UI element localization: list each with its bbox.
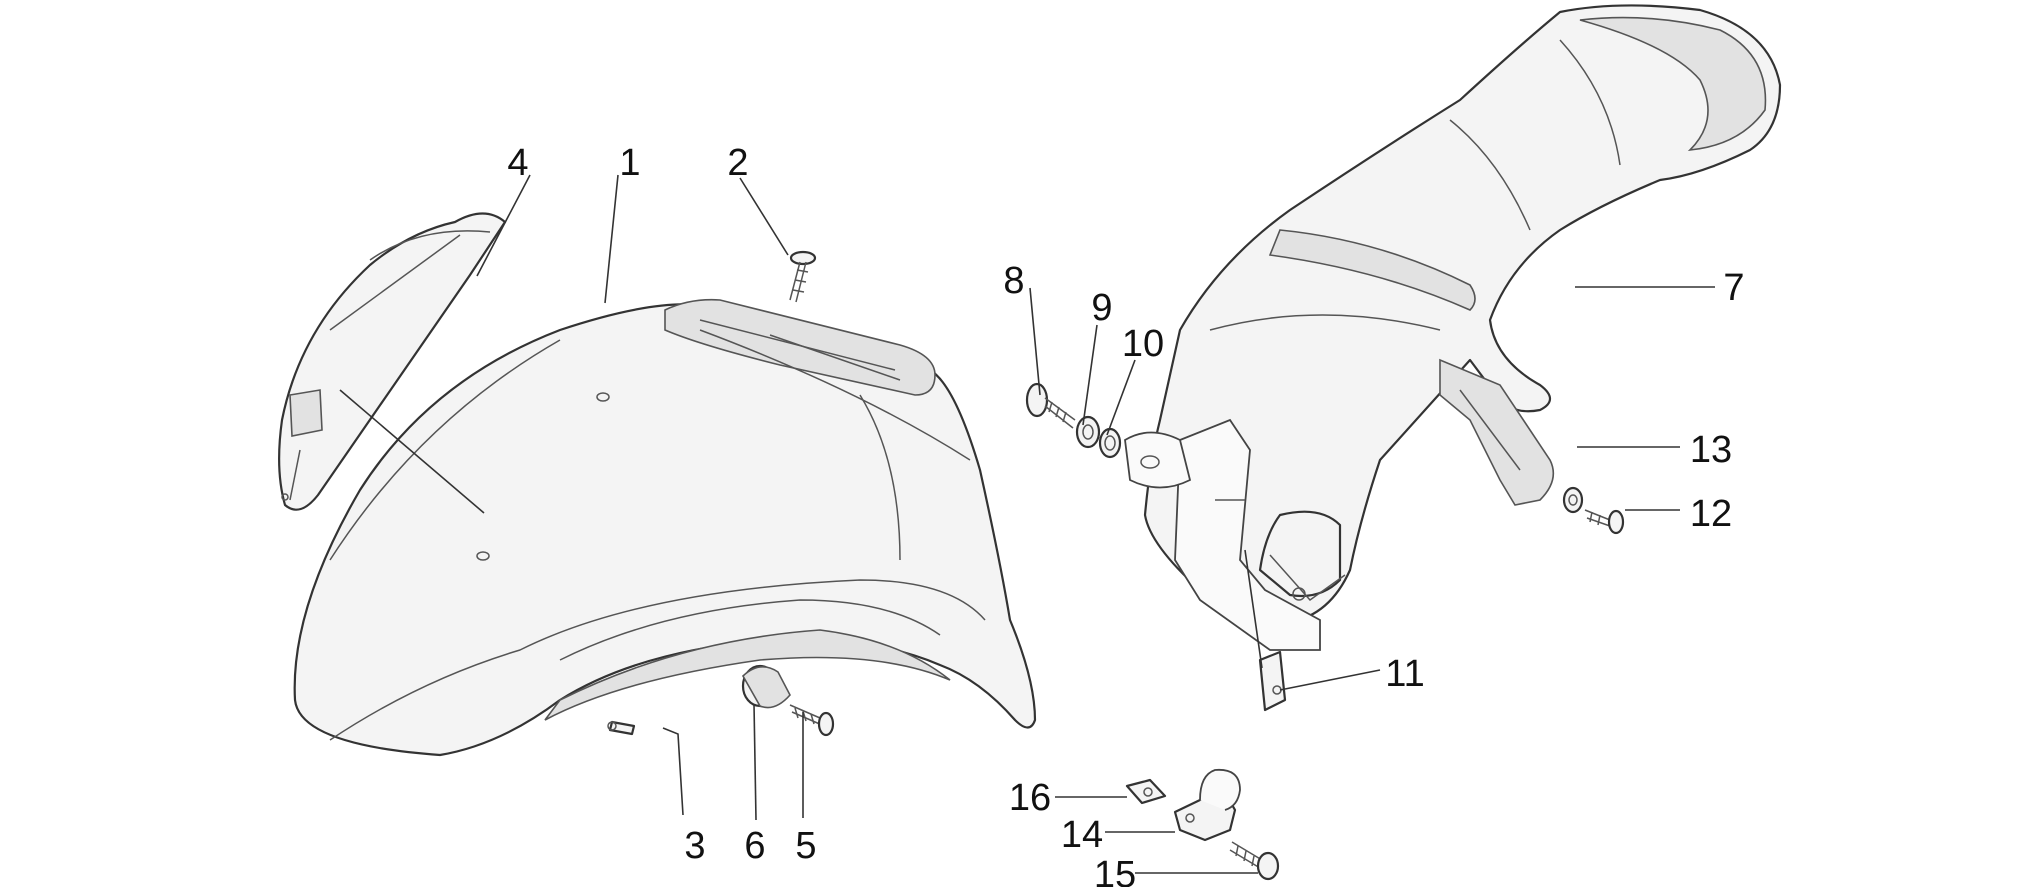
part-14-cable-clamp	[1173, 768, 1241, 842]
part-5-screw	[789, 704, 835, 737]
callout-5: 5	[795, 825, 816, 867]
callout-9: 9	[1091, 287, 1112, 329]
part-9-washer	[1075, 415, 1101, 449]
callout-3: 3	[684, 825, 705, 867]
callout-1: 1	[619, 142, 640, 184]
callout-13: 13	[1690, 429, 1732, 471]
callout-6: 6	[744, 825, 765, 867]
callout-16: 16	[1009, 777, 1051, 819]
part-4-front-trim	[278, 212, 507, 511]
part-3-pin	[607, 720, 636, 736]
callout-11: 11	[1385, 653, 1424, 695]
part-2-top-screw	[789, 250, 817, 303]
callouts: 4 1 2 3 6 5 7 8 9 10 11 12 13 14 15 16	[507, 142, 1744, 887]
part-13-washer	[1562, 486, 1584, 514]
callout-8: 8	[1003, 260, 1024, 302]
part-8-bolt	[1025, 382, 1076, 429]
callout-7: 7	[1723, 267, 1744, 309]
part-12-screw	[1584, 509, 1625, 535]
callout-12: 12	[1690, 493, 1732, 535]
callout-4: 4	[507, 142, 528, 184]
part-7-rear-mudguard	[1124, 4, 1782, 651]
part-11-clip	[1258, 650, 1287, 712]
part-16-nut-clip	[1125, 778, 1167, 805]
part-10-lock-washer	[1098, 427, 1122, 459]
callout-14: 14	[1061, 814, 1103, 856]
part-6-cap	[741, 664, 791, 709]
part-1-front-mudguard	[293, 298, 1037, 757]
leader-lines	[339, 174, 1715, 874]
callout-15: 15	[1094, 854, 1136, 887]
part-15-screw	[1229, 841, 1280, 881]
callout-10: 10	[1122, 323, 1164, 365]
callout-2: 2	[727, 142, 748, 184]
